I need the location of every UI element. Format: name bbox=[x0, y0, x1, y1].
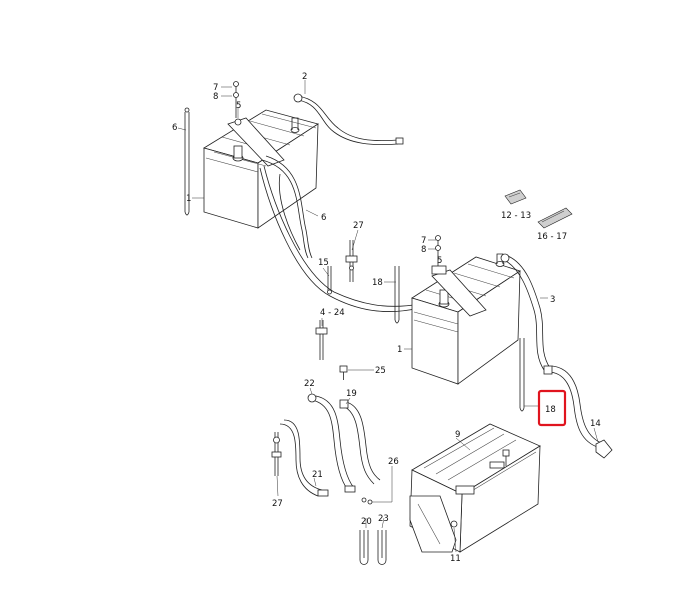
hold-down-clamp-upper bbox=[227, 81, 285, 167]
hold-down-clamp-lower bbox=[431, 235, 487, 317]
label-part-8-lower: 8 bbox=[421, 245, 426, 255]
label-part-26: 26 bbox=[388, 457, 399, 467]
clip-27-upper bbox=[345, 240, 358, 282]
battery-cable-3 bbox=[500, 253, 551, 371]
bolt-25 bbox=[339, 365, 348, 380]
label-part-11: 11 bbox=[450, 554, 461, 564]
label-part-7-lower: 7 bbox=[421, 236, 426, 246]
label-part-22: 22 bbox=[304, 379, 315, 389]
hook-20 bbox=[359, 530, 369, 565]
part-18-highlight-box[interactable] bbox=[537, 389, 567, 427]
strip-16-17 bbox=[537, 207, 573, 229]
lower-battery bbox=[411, 253, 521, 385]
connecting-cable-6 bbox=[259, 155, 421, 312]
label-part-20: 20 bbox=[361, 517, 372, 527]
label-part-21: 21 bbox=[312, 470, 323, 480]
cable-15 bbox=[327, 266, 332, 295]
cable-21 bbox=[279, 419, 329, 497]
label-part-5-upper: 5 bbox=[236, 101, 241, 111]
label-part-18-highlighted: 18 bbox=[545, 405, 556, 415]
label-part-19: 19 bbox=[346, 389, 357, 399]
ground-cable-2 bbox=[293, 93, 404, 146]
label-part-25: 25 bbox=[375, 366, 386, 376]
cable-22 bbox=[307, 393, 356, 493]
label-part-7-upper: 7 bbox=[213, 83, 218, 93]
label-part-9: 9 bbox=[455, 430, 460, 440]
label-part-2: 2 bbox=[302, 72, 307, 82]
hold-down-rod-18-left bbox=[394, 266, 400, 324]
label-part-5-lower: 5 bbox=[437, 256, 442, 266]
rod-27-lower bbox=[271, 432, 282, 476]
label-part-4-24: 4 - 24 bbox=[320, 308, 345, 318]
battery-cable-14 bbox=[543, 365, 613, 459]
cable-19 bbox=[339, 399, 381, 485]
label-part-8-upper: 8 bbox=[213, 92, 218, 102]
label-part-16-17: 16 - 17 bbox=[537, 232, 567, 242]
tray-bolt bbox=[502, 449, 510, 466]
leader-lines bbox=[177, 80, 599, 553]
label-part-18-left: 18 bbox=[372, 278, 383, 288]
pad-12-13 bbox=[504, 189, 527, 205]
label-part-6-cable: 6 bbox=[321, 213, 326, 223]
label-part-1-lower: 1 bbox=[397, 345, 402, 355]
washer-26 bbox=[361, 497, 373, 505]
hold-down-rod-left bbox=[184, 107, 190, 216]
upper-battery bbox=[203, 109, 319, 229]
label-part-27-lower: 27 bbox=[272, 499, 283, 509]
hold-down-rod-18-right bbox=[519, 338, 525, 412]
tray-bracket-11 bbox=[409, 495, 458, 553]
hook-23 bbox=[377, 530, 387, 565]
label-part-3: 3 bbox=[550, 295, 555, 305]
label-part-12-13: 12 - 13 bbox=[501, 211, 531, 221]
label-part-1-upper: 1 bbox=[186, 194, 191, 204]
label-part-27-upper: 27 bbox=[353, 221, 364, 231]
label-part-6-left: 6 bbox=[172, 123, 177, 133]
label-part-23: 23 bbox=[378, 514, 389, 524]
clip-4-24 bbox=[315, 320, 328, 360]
label-part-14: 14 bbox=[590, 419, 601, 429]
label-part-15: 15 bbox=[318, 258, 329, 268]
